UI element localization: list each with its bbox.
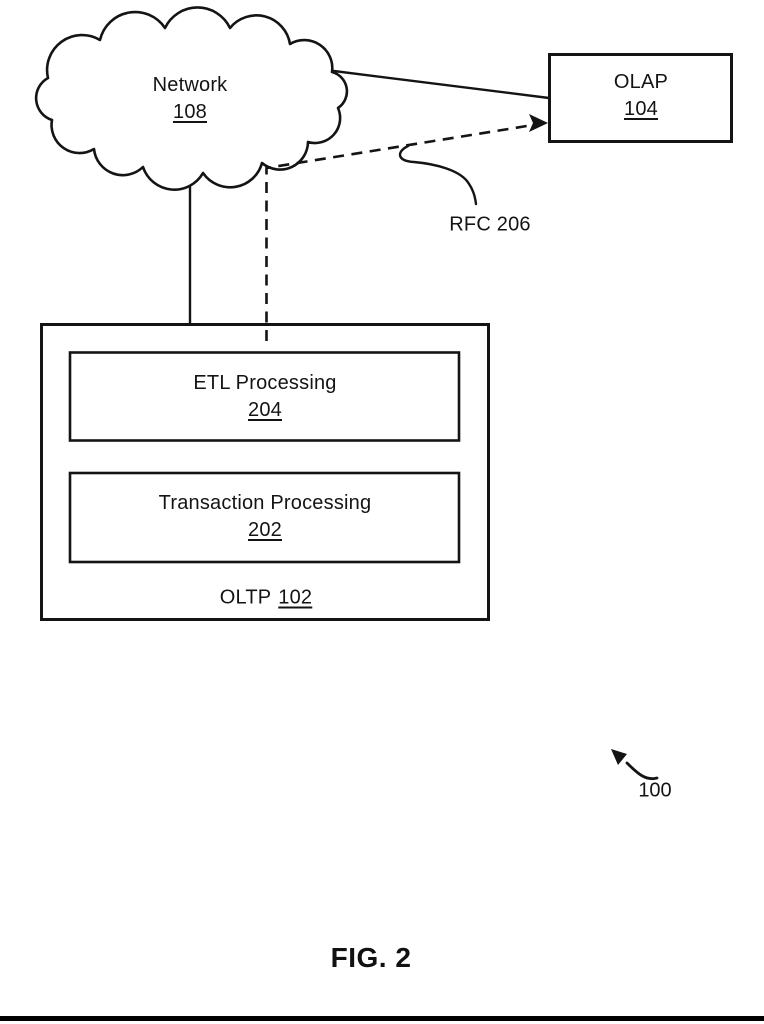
- etl-label: ETL Processing 204: [193, 370, 336, 424]
- figure-caption: FIG. 2: [330, 942, 412, 973]
- rfc-arrowhead-icon: [529, 114, 548, 132]
- rfc-label: RFC 206: [449, 213, 531, 236]
- figure-pointer-label: 100: [638, 779, 672, 802]
- bottom-rule: [0, 1016, 764, 1021]
- etl-label-text: ETL Processing: [193, 372, 337, 394]
- olap-box: [548, 53, 733, 143]
- network-label: Network 108: [153, 72, 228, 126]
- rfc-leader-line: [398, 144, 478, 206]
- network-cloud-shape: [34, 6, 349, 191]
- olap-label: OLAP 104: [614, 69, 668, 123]
- transaction-label-text: Transaction Processing: [158, 492, 372, 514]
- figure-pointer-arrowhead-icon: [611, 749, 627, 765]
- olap-label-text: OLAP: [613, 71, 669, 93]
- oltp-label: OLTP 102: [220, 585, 313, 612]
- transaction-ref: 202: [248, 519, 282, 541]
- transaction-label: Transaction Processing 202: [159, 490, 372, 544]
- oltp-label-text: OLTP: [219, 586, 272, 609]
- rfc-dashed-connector: [265, 123, 534, 341]
- etl-ref: 204: [248, 399, 282, 421]
- transaction-box: [68, 471, 461, 564]
- figure-pointer-line: [625, 761, 659, 781]
- oltp-ref: 102: [278, 586, 313, 609]
- connector-network-olap: [325, 68, 550, 100]
- etl-box: [68, 351, 461, 442]
- network-label-text: Network: [152, 74, 228, 96]
- olap-ref: 104: [624, 98, 658, 120]
- network-ref: 108: [173, 101, 207, 123]
